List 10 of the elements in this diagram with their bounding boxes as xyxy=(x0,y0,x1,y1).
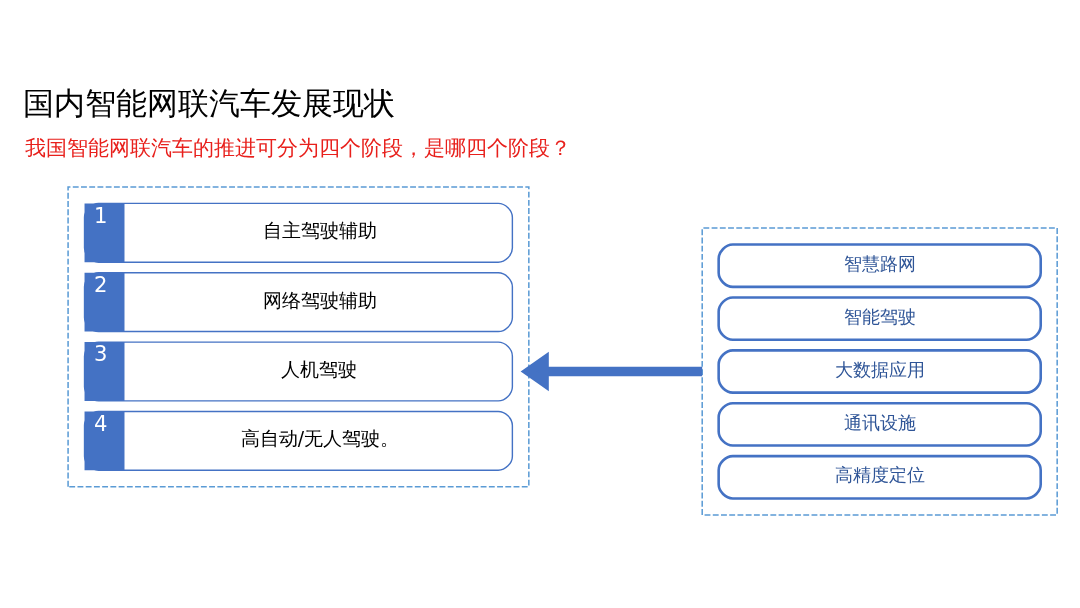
cluster xyxy=(701,226,1058,516)
cluster xyxy=(67,185,530,487)
diagram-title: 国内智能网联汽车发展现状 xyxy=(22,85,395,121)
node-box: 大数据应用 xyxy=(717,348,1042,394)
node-box: 智慧路网 xyxy=(717,242,1042,288)
label: 我国智能网联汽车的推进可分为四个阶段，是哪四个阶段？ xyxy=(25,134,572,160)
node-box: 通讯设施 xyxy=(717,401,1042,447)
arrow xyxy=(520,351,703,391)
node-box: 智能驾驶 xyxy=(717,295,1042,341)
node-box: 高精度定位 xyxy=(717,454,1042,500)
